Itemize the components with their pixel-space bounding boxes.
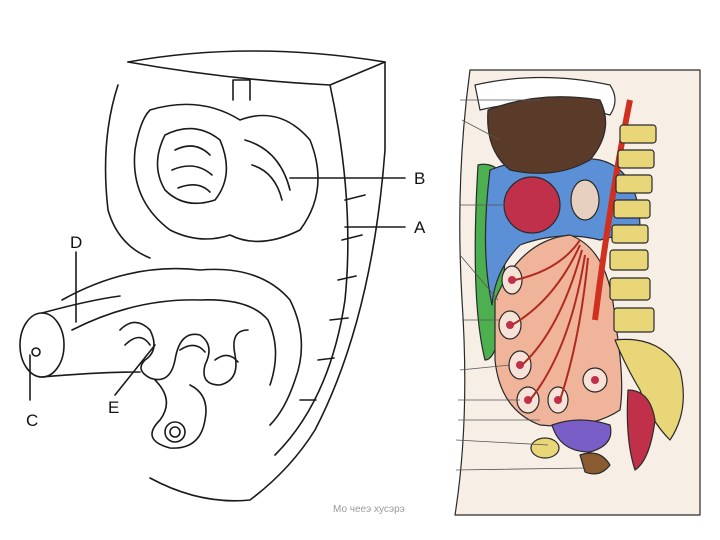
inner-wall (104, 84, 151, 259)
label-b: B (414, 169, 426, 188)
colon-tube (61, 267, 303, 426)
label-c: C (26, 411, 39, 430)
vertebra (619, 124, 657, 144)
uterus (579, 452, 611, 475)
bladder (551, 419, 612, 453)
liver (487, 96, 607, 174)
label-e: E (108, 398, 120, 417)
leader-e (114, 344, 156, 396)
pubic-bone (530, 437, 560, 459)
upper-rim (127, 61, 386, 86)
stomach (133, 103, 319, 243)
stomach-section (503, 176, 561, 234)
rectum (626, 389, 656, 471)
lower-opening (164, 421, 186, 443)
esophagus (232, 79, 251, 101)
image-credit: Мо чееэ хусэрэ (333, 504, 405, 515)
label-a: A (414, 218, 426, 237)
outer-wall (127, 50, 386, 502)
rectum-hook (151, 379, 207, 449)
sacrum (614, 338, 684, 441)
label-d: D (70, 233, 83, 252)
